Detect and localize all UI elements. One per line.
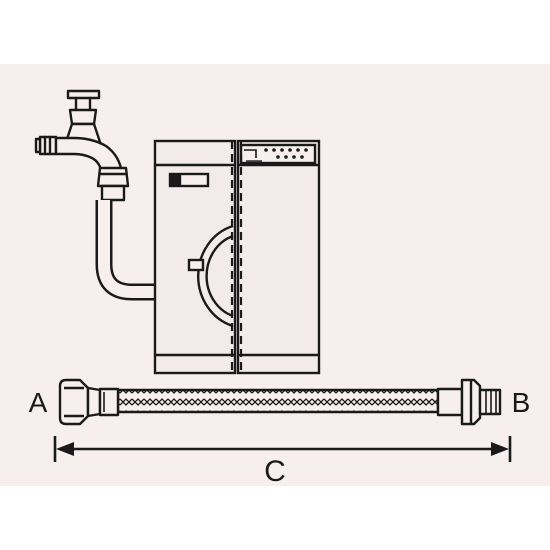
braided-hose-icon xyxy=(58,378,502,426)
dishwasher-icon xyxy=(236,139,321,375)
washing-machine-icon xyxy=(153,139,237,375)
end-b-label: B xyxy=(512,387,531,418)
water-tap-icon xyxy=(34,89,130,202)
length-dimension-line xyxy=(53,436,512,462)
end-a-label: A xyxy=(29,387,48,418)
length-label: C xyxy=(264,455,286,488)
